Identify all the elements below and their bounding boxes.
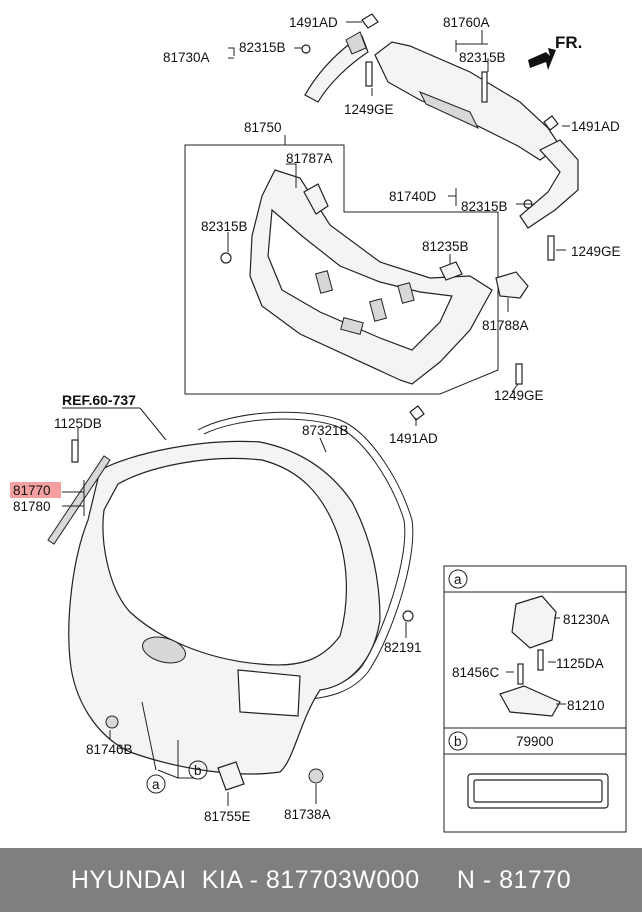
label-1125da[interactable]: 1125DA: [556, 656, 604, 671]
tailgate-group: [47, 411, 414, 794]
label-callout-b: b: [194, 763, 202, 778]
label-81235b[interactable]: 81235B: [422, 239, 469, 254]
part-81746b-bumper: [105, 715, 119, 729]
label-81780[interactable]: 81780: [13, 499, 51, 514]
label-1249ge-top[interactable]: 1249GE: [344, 102, 394, 117]
inset-border: [443, 565, 627, 833]
label-81230a[interactable]: 81230A: [563, 612, 610, 627]
upper-trim-group: [301, 13, 579, 261]
inset-b-circle: [448, 731, 468, 751]
label-81456c[interactable]: 81456C: [452, 665, 500, 680]
label-fr: FR.: [555, 33, 582, 52]
box-81750: [184, 144, 499, 395]
screw-82315b-b: [481, 71, 488, 103]
part-81788a-shape: [495, 271, 529, 299]
label-1491ad-top[interactable]: 1491AD: [289, 15, 338, 30]
leader-lines: [62, 21, 570, 806]
label-ref[interactable]: REF.60-737: [62, 392, 136, 408]
label-87321b[interactable]: 87321B: [302, 423, 349, 438]
part-81235b-shape: [439, 261, 463, 281]
label-82315b-c[interactable]: 82315B: [461, 199, 508, 214]
license-recess: [237, 669, 301, 717]
bolt-1249ge-right: [547, 235, 555, 261]
bolt-1125da: [537, 649, 544, 671]
label-81760a[interactable]: 81760A: [443, 15, 490, 30]
part-82191-clip: [402, 610, 414, 622]
part-81770-gas-strut: [47, 455, 111, 545]
part-81740d-shape: [519, 139, 579, 229]
part-81230a-latch: [511, 595, 557, 649]
label-1491ad-bottom[interactable]: 1491AD: [389, 431, 438, 446]
screw-81456c: [517, 663, 524, 685]
screw-82315b-d: [220, 252, 232, 264]
part-81750-inner: [267, 208, 453, 351]
label-82315b-d[interactable]: 82315B: [201, 219, 248, 234]
label-inset-b: b: [454, 734, 462, 749]
part-81787a-shape: [303, 183, 329, 215]
screw-82315b-a: [301, 44, 311, 54]
label-1249ge-bottom[interactable]: 1249GE: [494, 388, 544, 403]
highlight-81770: [10, 482, 61, 498]
trim-panel-group: [184, 144, 529, 421]
label-81755e[interactable]: 81755E: [204, 809, 251, 824]
callout-a-circle: [146, 774, 166, 794]
label-1249ge-right[interactable]: 1249GE: [571, 244, 621, 259]
clip-1491ad-right: [543, 115, 559, 131]
part-81210-striker: [499, 685, 561, 717]
label-81740d[interactable]: 81740D: [389, 189, 437, 204]
label-82315b-a[interactable]: 82315B: [239, 40, 286, 55]
label-81787a[interactable]: 81787A: [286, 151, 333, 166]
footer-bar: HYUNDAI KIA - 817703W000 N - 81770: [0, 848, 642, 912]
label-81210[interactable]: 81210: [567, 698, 605, 713]
tailgate-glass-opening: [102, 457, 347, 666]
label-81730a[interactable]: 81730A: [163, 50, 210, 65]
fr-arrow-icon: [528, 48, 556, 70]
part-81755e-shape: [217, 761, 245, 791]
label-82191[interactable]: 82191: [384, 640, 422, 655]
part-81738a-shape: [308, 768, 324, 784]
clip-1491ad-top: [361, 13, 379, 29]
label-81750[interactable]: 81750: [244, 120, 282, 135]
emblem: [142, 636, 186, 664]
label-1491ad-right[interactable]: 1491AD: [571, 119, 620, 134]
bolt-1125db: [71, 439, 79, 463]
label-79900[interactable]: 79900: [516, 734, 554, 749]
part-labels: 1491AD 81760A 81730A 82315B 82315B 1249G…: [10, 15, 621, 824]
callout-lines: [141, 701, 194, 779]
clip-1491ad-bottom: [409, 405, 425, 421]
bolt-1249ge-top: [365, 61, 373, 87]
label-callout-a: a: [152, 777, 160, 792]
inset-a-circle: [448, 569, 468, 589]
label-81738a[interactable]: 81738A: [284, 807, 331, 822]
label-81770[interactable]: 81770: [13, 483, 51, 498]
label-inset-a: a: [454, 572, 462, 587]
label-81746b[interactable]: 81746B: [86, 742, 133, 757]
label-81788a[interactable]: 81788A: [482, 318, 529, 333]
label-1125db[interactable]: 1125DB: [54, 416, 102, 431]
inset-panel: [443, 565, 627, 833]
label-82315b-b[interactable]: 82315B: [459, 50, 506, 65]
bolt-1249ge-bottom: [515, 363, 523, 385]
footer-part-number: HYUNDAI KIA - 817703W000 N - 81770: [70, 866, 572, 894]
callout-b-circle: [188, 760, 208, 780]
